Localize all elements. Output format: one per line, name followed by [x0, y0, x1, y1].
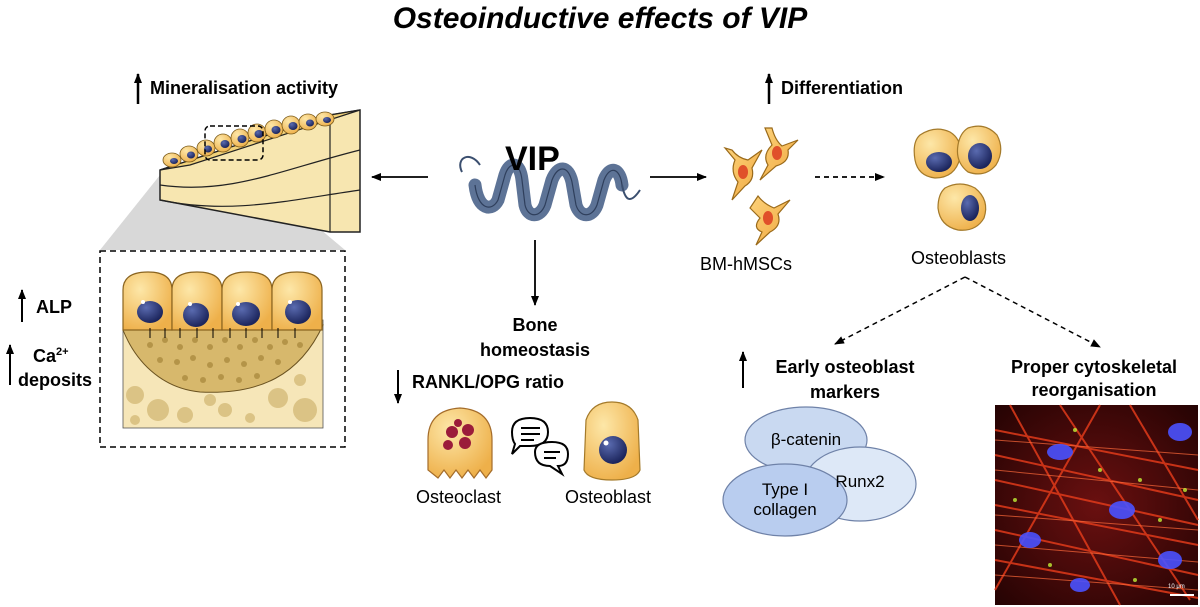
vip-peptide-helix [459, 155, 641, 222]
early-markers-line2: markers [809, 382, 881, 402]
mineralisation-label: Mineralisation activity [150, 78, 339, 98]
arrow-to-early-markers [834, 276, 966, 345]
zoomed-bone-panel [99, 250, 346, 448]
cytoskeleton-micrograph [994, 404, 1199, 606]
cytoskeletal-line1: Proper cytoskeletal [1010, 357, 1178, 377]
osteoclast-label: Osteoclast [416, 487, 502, 507]
cytoskeletal-line2: reorganisation [1031, 380, 1157, 400]
chat-bubbles-icon [510, 416, 570, 477]
rankl-opg-label: RANKL/OPG ratio [412, 372, 565, 392]
ca-superscript: 2+ [56, 346, 69, 358]
differentiation-label: Differentiation [781, 78, 904, 98]
vip-label: VIP [505, 140, 560, 178]
bm-hmscs-label: BM-hMSCs [700, 254, 793, 274]
osteoblasts-illustration [913, 125, 1002, 231]
ca-text: Ca [33, 346, 57, 366]
deposits-label: deposits [18, 370, 93, 390]
alp-label: ALP [36, 297, 72, 317]
osteoblast-illustration [583, 401, 641, 481]
early-markers-line1: Early osteoblast [775, 357, 915, 377]
marker-venn [722, 406, 917, 537]
scale-bar-label: 10 μm [1168, 584, 1185, 590]
bone-label-line1: Bone [512, 315, 558, 335]
bm-hmsc-cells [723, 127, 799, 246]
type1-collagen-ellipse [722, 463, 848, 537]
osteoblasts-label: Osteoblasts [911, 248, 1007, 268]
bone-block-illustration [100, 109, 361, 250]
osteoclast-illustration [427, 407, 493, 479]
ca-label: Ca2+ [33, 346, 69, 367]
osteoblast-label: Osteoblast [565, 487, 652, 507]
diagram-title: Osteoinductive effects of VIP [392, 2, 808, 35]
bone-label-line2: homeostasis [479, 340, 591, 360]
arrow-to-cytoskeletal [964, 276, 1101, 348]
